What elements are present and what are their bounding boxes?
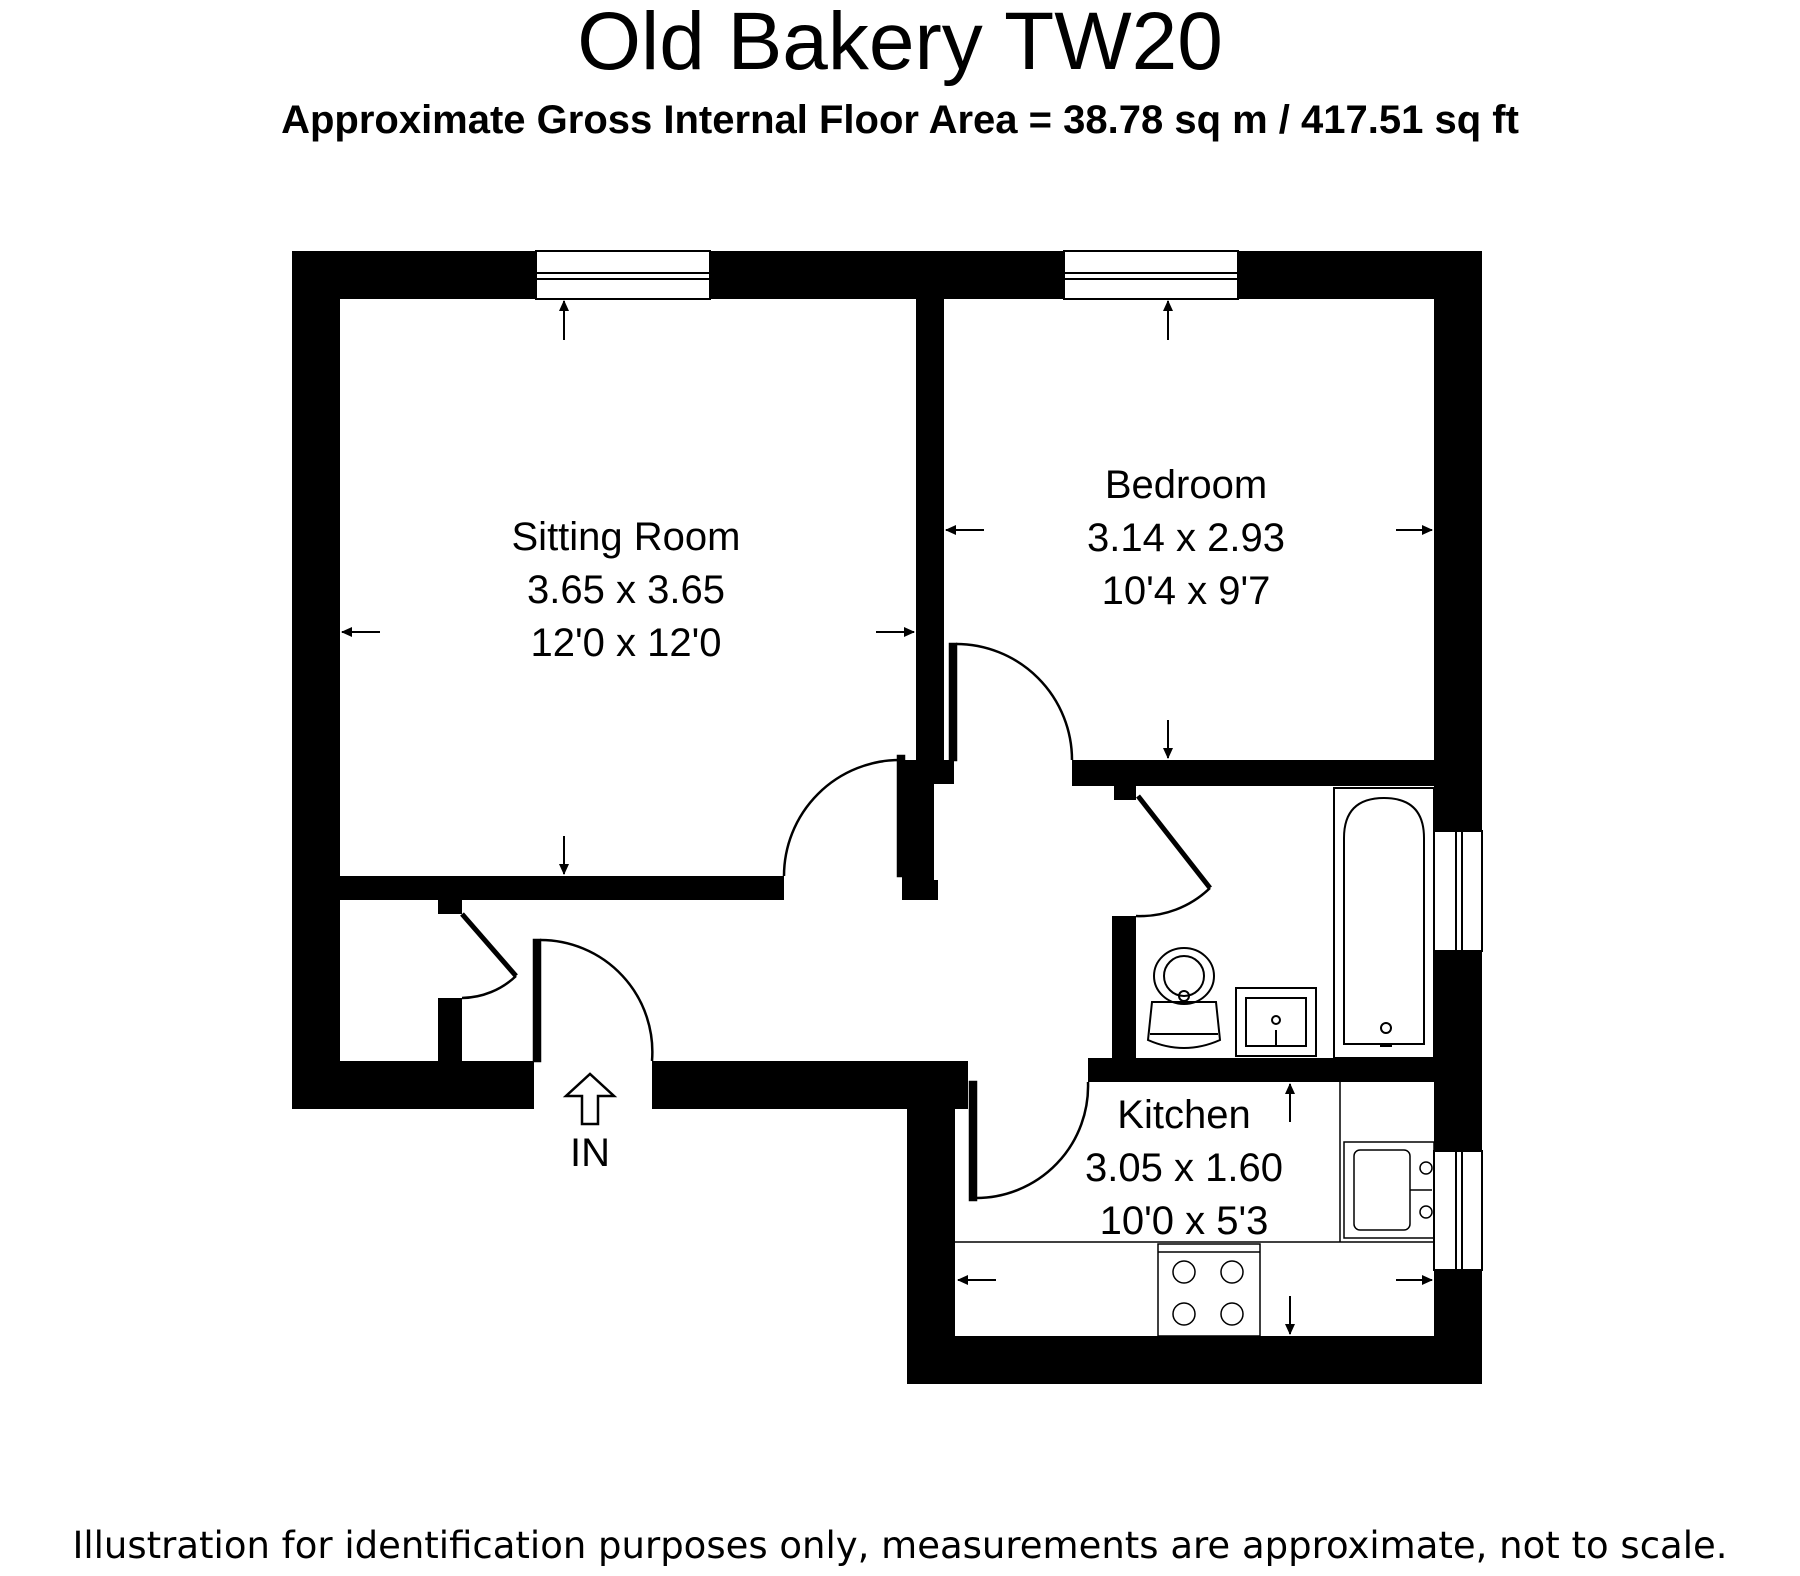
bedroom-metric: 3.14 x 2.93 (1087, 516, 1285, 560)
wall-cupboard-right (438, 998, 462, 1061)
wall-kitchen-left (907, 1061, 955, 1384)
cupboard-door (460, 912, 518, 1000)
wall-bathroom-left (1112, 916, 1136, 1060)
wall-bedroom-stub (934, 760, 954, 784)
floor-area-line: Approximate Gross Internal Floor Area = … (281, 98, 1519, 142)
disclaimer: Illustration for identification purposes… (72, 1524, 1728, 1567)
room-labels: Sitting Room 3.65 x 3.65 12'0 x 12'0 Bed… (512, 463, 1285, 1243)
entrance-label: IN (570, 1131, 610, 1175)
sitting-room-metric: 3.65 x 3.65 (527, 568, 725, 612)
kitchen-imperial: 10'0 x 5'3 (1100, 1199, 1269, 1243)
windows (535, 250, 1483, 1271)
wall-bottom-left (292, 1061, 534, 1109)
toilet (1146, 947, 1222, 1049)
sitting-room-door (782, 754, 906, 878)
kitchen-metric: 3.05 x 1.60 (1085, 1146, 1283, 1190)
hob (1157, 1243, 1261, 1337)
kitchen-name: Kitchen (1117, 1093, 1250, 1137)
wall-bathroom-stub (1114, 786, 1136, 800)
entrance-arrow-icon (562, 1072, 618, 1126)
kitchen-door (968, 1080, 1090, 1202)
bedroom-name: Bedroom (1105, 463, 1267, 507)
worktop-right (1339, 1082, 1434, 1243)
window-bathroom (1433, 830, 1483, 952)
sitting-room-imperial: 12'0 x 12'0 (531, 621, 722, 665)
entrance-door (532, 938, 654, 1063)
wall-top-middle (710, 251, 1064, 299)
bathroom-fixtures (1146, 787, 1435, 1059)
kitchen-fixtures (955, 1082, 1435, 1337)
wall-right-lower (1434, 1270, 1482, 1384)
wall-cupboard-top (438, 900, 462, 914)
dimension-arrows (341, 300, 1433, 1335)
wall-bedroom-bottom (1072, 760, 1434, 786)
walls (292, 251, 1482, 1384)
wall-bottom (907, 1336, 1482, 1384)
bedroom-door (948, 642, 1074, 762)
wall-partition-vertical (916, 299, 944, 761)
wall-left (292, 251, 340, 1109)
bedroom-imperial: 10'4 x 9'7 (1102, 569, 1271, 613)
window-bedroom (1063, 250, 1239, 300)
window-sitting (535, 250, 711, 300)
floorplan-title: Old Bakery TW20 (577, 0, 1223, 87)
sitting-room-name: Sitting Room (512, 515, 741, 559)
wall-sitting-bottom (340, 876, 784, 900)
kitchen-sink (1343, 1141, 1435, 1239)
wall-right-middle (1434, 951, 1482, 1151)
doors (460, 642, 1212, 1202)
wall-partition-stub (902, 880, 938, 900)
wall-partition-lower (902, 760, 934, 900)
bath-tub (1333, 787, 1435, 1059)
window-kitchen (1433, 1150, 1483, 1271)
wall-bathroom-bottom (1088, 1058, 1434, 1082)
bathroom-door (1135, 794, 1212, 918)
bathroom-sink (1235, 987, 1317, 1057)
wall-right-upper (1434, 251, 1482, 831)
